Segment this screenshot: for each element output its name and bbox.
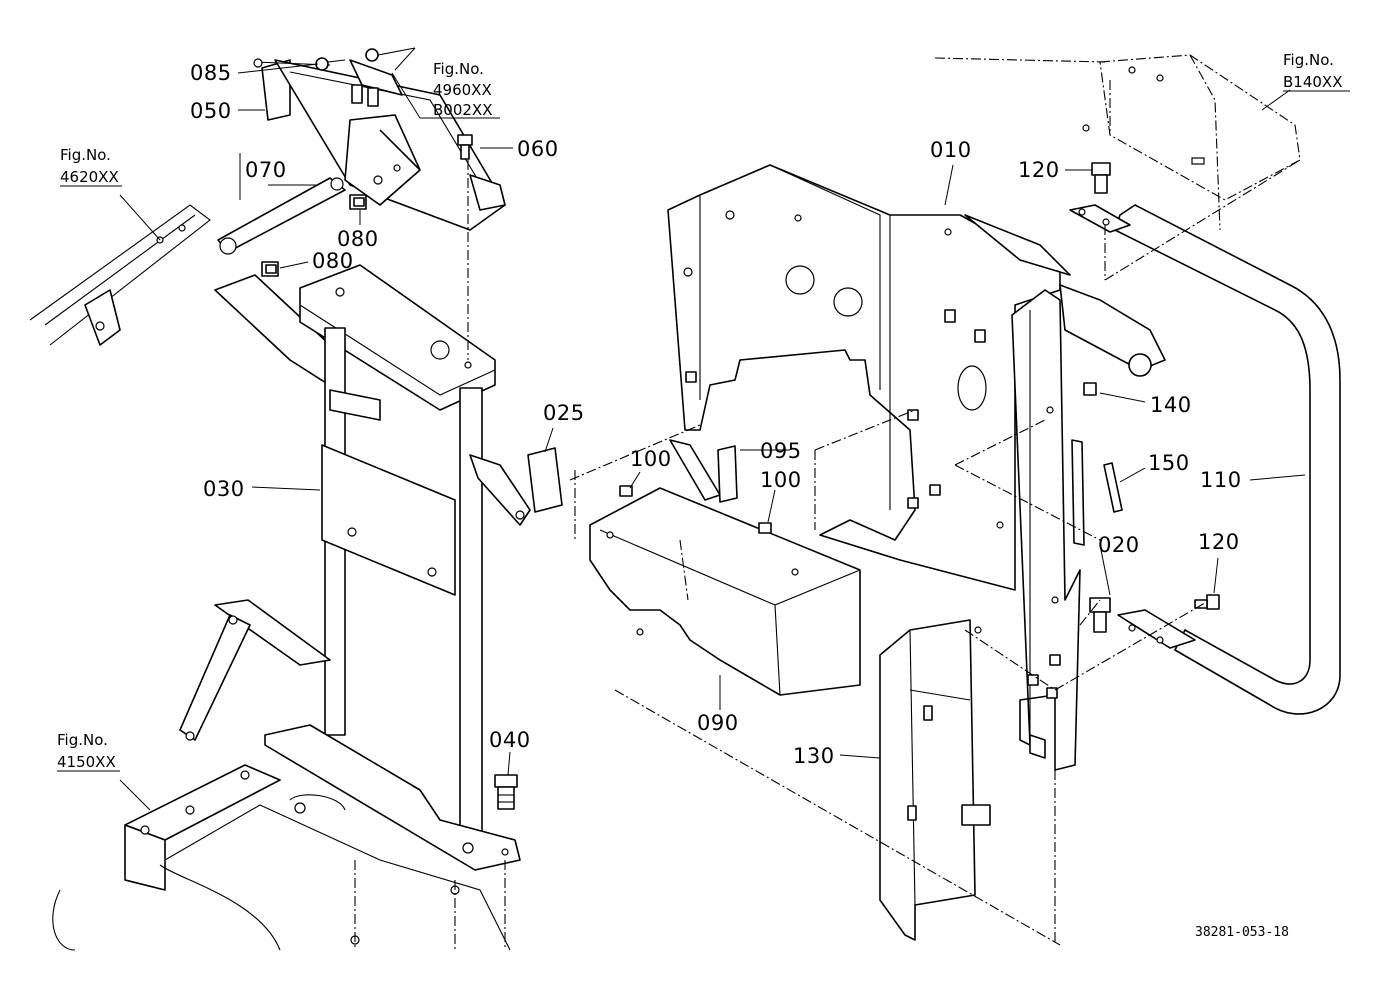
part-040-bolt — [494, 774, 518, 810]
label-120a: 120 — [1018, 158, 1060, 182]
part-150-strip — [1103, 462, 1123, 513]
label-140: 140 — [1150, 393, 1192, 417]
label-095: 095 — [760, 439, 802, 463]
part-labels: 085 050 070 060 080 080 030 025 100 095 … — [190, 61, 1242, 768]
label-030: 030 — [203, 477, 245, 501]
fig-b140-line2: B140XX — [1283, 73, 1342, 91]
label-040: 040 — [489, 728, 531, 752]
part-095-plate — [717, 445, 738, 503]
part-010-support — [667, 164, 1166, 591]
part-130-cover — [879, 619, 991, 941]
leader-lines — [119, 47, 1306, 811]
label-130: 130 — [793, 744, 835, 768]
label-025: 025 — [543, 401, 585, 425]
part-100-bolts — [619, 485, 772, 534]
frame-b140 — [934, 54, 1301, 231]
fig-4150-line1: Fig.No. — [57, 731, 108, 749]
alignment-lines — [354, 159, 1301, 950]
label-070: 070 — [245, 158, 287, 182]
label-050: 050 — [190, 99, 232, 123]
part-030-column-frame — [179, 264, 531, 871]
fig-4960-line3: B002XX — [433, 101, 492, 119]
part-090-bracket — [589, 439, 861, 696]
label-080b: 080 — [312, 249, 354, 273]
switch-assembly-4960 — [349, 48, 403, 107]
fig-b140-line1: Fig.No. — [1283, 51, 1334, 69]
label-120b: 120 — [1198, 530, 1240, 554]
diagram-code: 38281-053-18 — [1195, 925, 1289, 940]
label-100b: 100 — [760, 468, 802, 492]
label-080a: 080 — [337, 227, 379, 251]
part-050-lever-bracket — [253, 58, 506, 231]
part-120-bolts — [1089, 162, 1220, 633]
fig-4960-line2: 4960XX — [433, 81, 492, 99]
base-frame-4150 — [52, 764, 511, 951]
fig-4150-line2: 4150XX — [57, 753, 116, 771]
link-rod-4620 — [29, 204, 211, 346]
label-100a: 100 — [630, 447, 672, 471]
label-090: 090 — [697, 711, 739, 735]
part-080-nuts — [261, 194, 367, 277]
label-020: 020 — [1098, 533, 1140, 557]
label-085: 085 — [190, 61, 232, 85]
label-150: 150 — [1148, 451, 1190, 475]
label-110: 110 — [1200, 468, 1242, 492]
fig-4620-line1: Fig.No. — [60, 146, 111, 164]
fig-4960-line1: Fig.No. — [433, 60, 484, 78]
part-025-clip — [527, 447, 563, 513]
fig-4620-line2: 4620XX — [60, 168, 119, 186]
label-060: 060 — [517, 137, 559, 161]
figure-refs: Fig.No. 4620XX Fig.No. 4960XX B002XX Fig… — [57, 51, 1350, 772]
part-140-bolt — [1083, 382, 1097, 396]
part-070-link — [217, 177, 346, 255]
part-060-bolt — [457, 134, 473, 160]
part-110-guard-pipe — [1069, 204, 1341, 715]
part-020-bracket — [1011, 289, 1085, 771]
part-085-pin — [315, 57, 346, 71]
label-010: 010 — [930, 138, 972, 162]
